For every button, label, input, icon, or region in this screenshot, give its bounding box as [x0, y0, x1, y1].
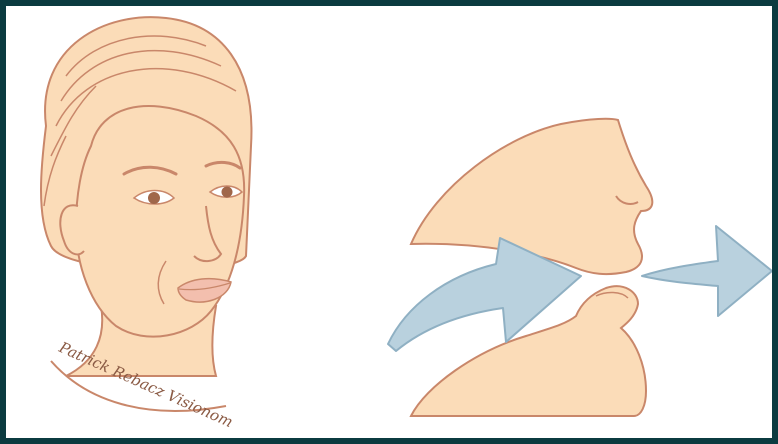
breathing-illustration: Patrick Rebacz Visionom [6, 6, 772, 438]
illustration-canvas: Patrick Rebacz Visionom [6, 6, 772, 438]
face-portrait-icon: Patrick Rebacz Visionom [41, 17, 251, 431]
air-outflow-arrow-icon [642, 226, 772, 316]
